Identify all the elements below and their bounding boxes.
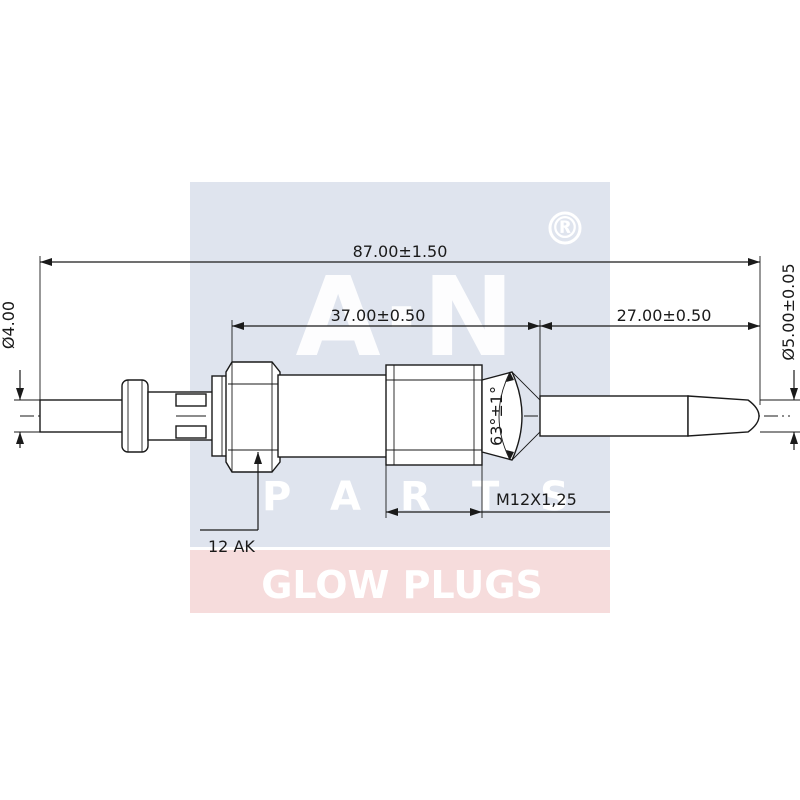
terminal-pin [39, 399, 131, 433]
registered-mark: ® [550, 211, 580, 246]
dim-hex-size: 12 AK [200, 452, 262, 556]
watermark-letter-r: R [400, 474, 431, 520]
dim-terminal-diameter-label: Ø4.00 [0, 301, 18, 349]
dim-body-length: 37.00±0.50 [231, 306, 541, 400]
dim-thread: M12X1,25 [385, 465, 610, 518]
watermark-pink-banner [190, 550, 610, 613]
watermark-letter-a: A [330, 474, 361, 520]
dim-cone-angle: 63°±1° [487, 371, 514, 461]
dim-overall-label: 87.00±1.50 [353, 242, 448, 261]
watermark-brand: A·N [296, 253, 515, 381]
heater-tube [539, 395, 689, 437]
terminal-collar [121, 379, 149, 453]
registered-mark-circle [548, 211, 582, 245]
watermark-letter-p: P [262, 474, 291, 520]
dim-tip-diameter-label: Ø5.00±0.05 [779, 263, 798, 360]
heater-tip [687, 395, 760, 437]
dim-body-label: 37.00±0.50 [331, 306, 426, 325]
dim-hex-size-label: 12 AK [208, 537, 255, 556]
glow-plug [39, 361, 760, 473]
thread-section [385, 364, 483, 466]
shank [277, 374, 389, 458]
dim-cone-angle-label: 63°±1° [487, 386, 506, 446]
dim-tip-length: 27.00±0.50 [540, 306, 760, 330]
watermark-banner-text: GLOW PLUGS [261, 563, 543, 607]
dim-tip-label: 27.00±0.50 [617, 306, 712, 325]
dim-tip-diameter: Ø5.00±0.05 [760, 263, 800, 450]
dim-thread-label: M12X1,25 [496, 490, 577, 509]
dim-terminal-diameter: Ø4.00 [0, 301, 40, 448]
dim-overall-length: 87.00±1.50 [39, 242, 761, 405]
